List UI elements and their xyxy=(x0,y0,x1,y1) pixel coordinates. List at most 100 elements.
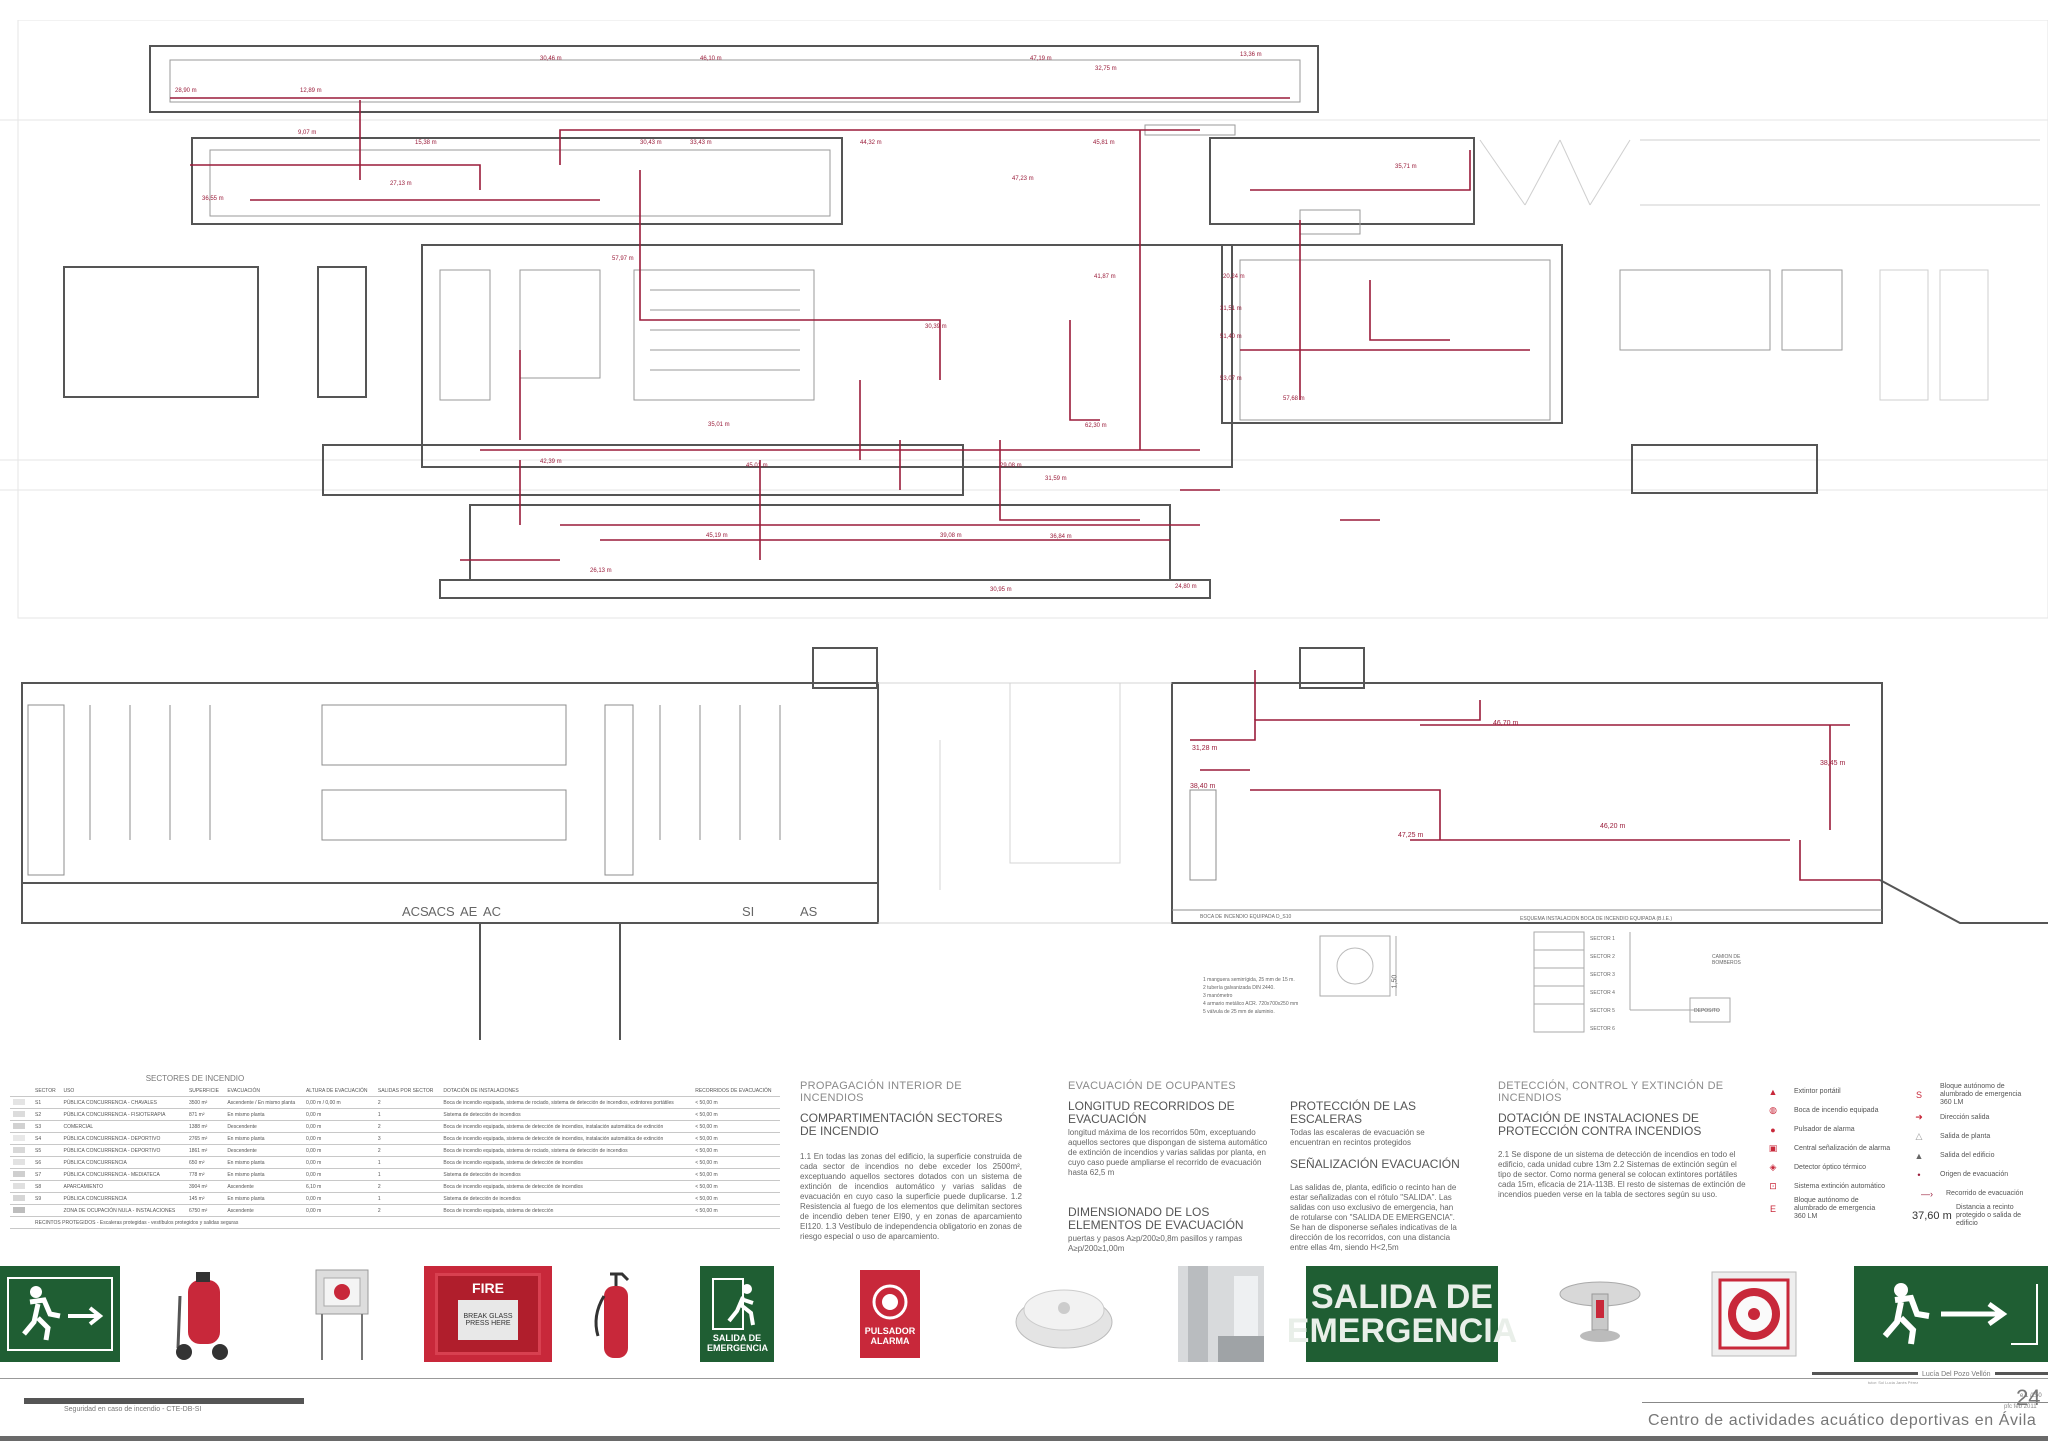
stairs-protection-body: Todas las escaleras de evacuación se enc… xyxy=(1290,1128,1425,1147)
bie-scheme: ESQUEMA INSTALACION BOCA DE INCENDIO EQU… xyxy=(1520,916,1770,1036)
legend-row: ▲Extintor portátil xyxy=(1766,1082,1906,1101)
footer-top-rule xyxy=(0,1378,2048,1379)
scheme-sector: SECTOR 3 xyxy=(1590,972,1615,978)
bie-scheme-drawing xyxy=(1533,931,1731,1033)
legend-row: ▲Salida del edificio xyxy=(1912,1146,2046,1165)
big-exit-sign-photo: SALIDA DE EMERGENCIA xyxy=(1287,1266,1517,1362)
alarm-button-icon: ● xyxy=(1770,1124,1776,1135)
route-distance: 38,45 m xyxy=(1820,760,1845,767)
signage-title: SEÑALIZACIÓN EVACUACIÓN xyxy=(1290,1157,1460,1171)
legend-row: ▣Central señalización de alarma xyxy=(1766,1139,1906,1158)
author-tutor: tutor: Sol Lucía Janés Pérez xyxy=(1868,1380,1919,1385)
table-header: SALIDAS POR SECTOR xyxy=(374,1085,441,1097)
route-distance: 46,20 m xyxy=(1600,823,1625,830)
propagacion-section: PROPAGACIÓN INTERIOR DE INCENDIOS COMPAR… xyxy=(800,1080,1022,1242)
table-header: SECTOR xyxy=(32,1085,61,1097)
scheme-sector: SECTOR 1 xyxy=(1590,936,1615,942)
fire-hose-cabinet-icon: ◍ xyxy=(1769,1105,1777,1115)
route-distance: 13,36 m xyxy=(1240,52,1262,58)
route-distance: 42,39 m xyxy=(540,459,562,465)
evacuacion-length-body: longitud máxima de los recorridos 50m, e… xyxy=(1068,1128,1268,1177)
route-distance: 53,07 m xyxy=(1220,376,1242,382)
scheme-sector: SECTOR 2 xyxy=(1590,954,1615,960)
table-note: RECINTOS PROTEGIDOS - Escaleras protegid… xyxy=(32,1216,780,1229)
exit-direction-icon: ➜ xyxy=(1915,1112,1923,1122)
propagacion-body: 1.1 En todas las zonas del edificio, la … xyxy=(800,1152,1022,1241)
building-exit-icon: ▲ xyxy=(1914,1150,1924,1161)
route-distance: 30,39 m xyxy=(925,324,947,330)
running-man-door-icon xyxy=(712,1278,755,1330)
author-name: Lucía Del Pozo Vellón xyxy=(1918,1371,1995,1378)
evacuacion-dimension-body: puertas y pasos A≥p/200≥0,8m pasillos y … xyxy=(1068,1234,1243,1253)
scheme-sector: SECTOR 6 xyxy=(1590,1026,1615,1032)
deteccion-section: DETECCIÓN, CONTROL Y EXTINCIÓN DE INCEND… xyxy=(1498,1080,1748,1200)
route-distance: 20,24 m xyxy=(1223,274,1245,280)
legend-row: ⊡Sistema extinción automático xyxy=(1766,1177,1906,1196)
sprinkler-photo xyxy=(1559,1281,1641,1342)
route-distance: 46,10 m xyxy=(700,56,722,62)
route-distance: 45,19 m xyxy=(706,533,728,539)
running-man-icon xyxy=(7,1277,113,1351)
subject-bar xyxy=(24,1398,304,1404)
bie-detail-title: BOCA DE INCENDIO EQUIPADA D_S10 xyxy=(1200,914,1292,920)
route-distance: 44,32 m xyxy=(860,140,882,146)
big-sign-line2: EMERGENCIA xyxy=(1286,1312,1518,1350)
route-distance: 30,46 m xyxy=(540,56,562,62)
alarm-pushbutton-photo: PULSADOR ALARMA xyxy=(860,1270,920,1358)
route-distance: 41,87 m xyxy=(1094,274,1116,280)
route-distance: 38,40 m xyxy=(1190,783,1215,790)
propagacion-title: PROPAGACIÓN INTERIOR DE INCENDIOS xyxy=(800,1080,962,1104)
fire-alarm-label: FIRE xyxy=(472,1280,504,1296)
exit-sign-text: SALIDA DE EMERGENCIA xyxy=(707,1333,769,1353)
route-distance: 12,89 m xyxy=(300,88,322,94)
legend-row: —›Recorrido de evacuación xyxy=(1912,1184,2046,1203)
evacuacion-length-title: LONGITUD RECORRIDOS DE EVACUACIÓN xyxy=(1068,1099,1235,1126)
route-distance: 15,38 m xyxy=(415,140,437,146)
route-distance: 28,90 m xyxy=(175,88,197,94)
route-distance: 33,43 m xyxy=(690,140,712,146)
route-distance: 47,19 m xyxy=(1030,56,1052,62)
sectors-title: SECTORES DE INCENDIO xyxy=(145,1074,245,1083)
bie-item: 5 válvula de 25 mm de aluminio. xyxy=(1203,1009,1275,1015)
alarm-button-icon xyxy=(872,1284,908,1320)
deteccion-body: 2.1 Se dispone de un sistema de detecció… xyxy=(1498,1150,1746,1199)
fire-alarm-photo: FIRE BREAK GLASS PRESS HERE xyxy=(424,1266,552,1362)
scheme-sector: SECTOR 4 xyxy=(1590,990,1615,996)
route-distance: 30,95 m xyxy=(990,587,1012,593)
legend-row: ◍Boca de incendio equipada xyxy=(1766,1101,1906,1120)
fire-alarm-glass: BREAK GLASS PRESS HERE xyxy=(458,1300,518,1340)
route-distance: 45,81 m xyxy=(1093,140,1115,146)
big-sign-line1: SALIDA DE xyxy=(1311,1278,1493,1316)
route-distance: 30,43 m xyxy=(640,140,662,146)
distance-example: 37,60 m xyxy=(1912,1210,1952,1222)
route-distance: 31,28 m xyxy=(1192,745,1217,752)
route-distance: 24,80 m xyxy=(1175,584,1197,590)
floor-exit-icon: △ xyxy=(1915,1131,1923,1141)
route-distance: 29,08 m xyxy=(1000,463,1022,469)
wheeled-extinguisher-photo xyxy=(176,1272,228,1360)
sectors-section: SECTORES DE INCENDIO SECTOR USO SUPERFIC… xyxy=(10,1074,780,1229)
evacuation-route-icon: —› xyxy=(1921,1188,1933,1199)
corridor-photo xyxy=(1178,1266,1264,1362)
evacuacion-title: EVACUACIÓN DE OCUPANTES xyxy=(1068,1080,1236,1092)
legend-row: ●Pulsador de alarma xyxy=(1766,1120,1906,1139)
room-label: AC xyxy=(483,904,501,919)
alarm-panel-icon: ▣ xyxy=(1768,1143,1778,1153)
table-header: DOTACIÓN DE INSTALACIONES xyxy=(440,1085,693,1097)
title-rule xyxy=(1642,1402,2048,1403)
room-label: ACS xyxy=(428,904,455,919)
page-number: 24 xyxy=(2016,1385,2041,1410)
extinguisher-icon: ▲ xyxy=(1768,1086,1778,1097)
route-distance: 36,84 m xyxy=(1050,534,1072,540)
legend-row: ➜Dirección salida xyxy=(1912,1108,2046,1127)
exit-sign-vertical-photo: SALIDA DE EMERGENCIA xyxy=(700,1266,774,1362)
upper-floor-plan: 28,90 m 12,89 m 30,46 m 46,10 m 47,19 m … xyxy=(0,20,2048,619)
evacuacion-section: EVACUACIÓN DE OCUPANTES LONGITUD RECORRI… xyxy=(1068,1080,1468,1253)
deteccion-title: DETECCIÓN, CONTROL Y EXTINCIÓN DE INCEND… xyxy=(1498,1080,1724,1104)
